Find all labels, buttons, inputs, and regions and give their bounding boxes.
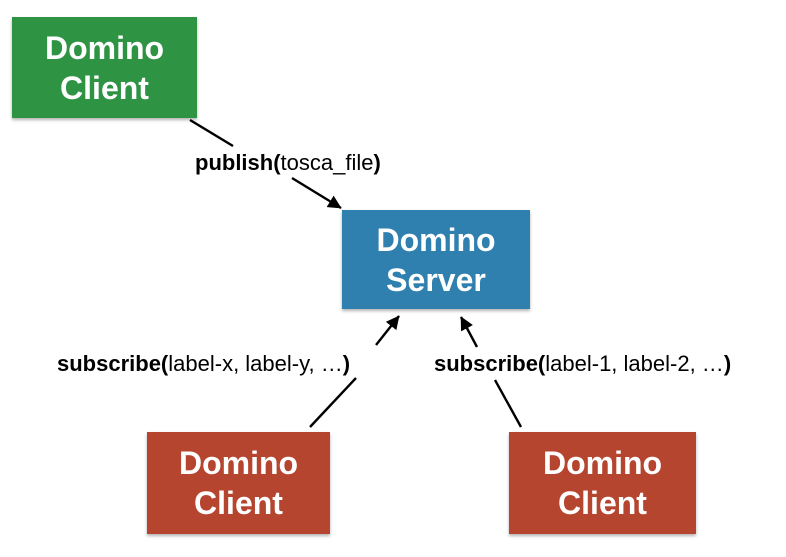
- node-label-line2: Client: [60, 69, 149, 106]
- node-domino-client-publisher: Domino Client: [12, 17, 197, 118]
- node-domino-client-subscriber-right: Domino Client: [509, 432, 696, 534]
- node-label: Domino Client: [543, 443, 662, 523]
- node-label-line1: Domino: [44, 29, 165, 66]
- node-label-line2: Server: [386, 261, 486, 298]
- edge-label-function: publish(: [195, 150, 281, 175]
- node-label: Domino Client: [179, 443, 298, 523]
- subscribe-left-edge-label: subscribe(label-x, label-y, …): [57, 351, 350, 377]
- node-label-line1: Domino: [376, 221, 496, 258]
- edge-label-function: subscribe(: [57, 351, 169, 376]
- subscribe-right-edge-label: subscribe(label-1, label-2, …): [434, 351, 731, 377]
- publish-edge-label: publish(tosca_file): [195, 150, 381, 176]
- edge-label-function: subscribe(: [434, 351, 546, 376]
- node-label-line2: Client: [194, 485, 283, 521]
- node-domino-client-subscriber-left: Domino Client: [147, 432, 330, 534]
- edge-label-close-paren: ): [373, 150, 381, 175]
- edge-label-close-paren: ): [723, 351, 732, 376]
- node-label-line1: Domino: [542, 445, 663, 481]
- node-label-line1: Domino: [178, 445, 299, 481]
- node-label-line2: Client: [558, 485, 647, 521]
- node-label: Domino Server: [376, 220, 495, 300]
- node-label: Domino Client: [45, 28, 164, 108]
- edge-label-close-paren: ): [342, 351, 351, 376]
- node-domino-server: Domino Server: [342, 210, 530, 309]
- edge-label-args: tosca_file: [280, 150, 374, 175]
- edge-label-args: label-1, label-2, …: [545, 351, 724, 376]
- edge-label-args: label-x, label-y, …: [168, 351, 343, 376]
